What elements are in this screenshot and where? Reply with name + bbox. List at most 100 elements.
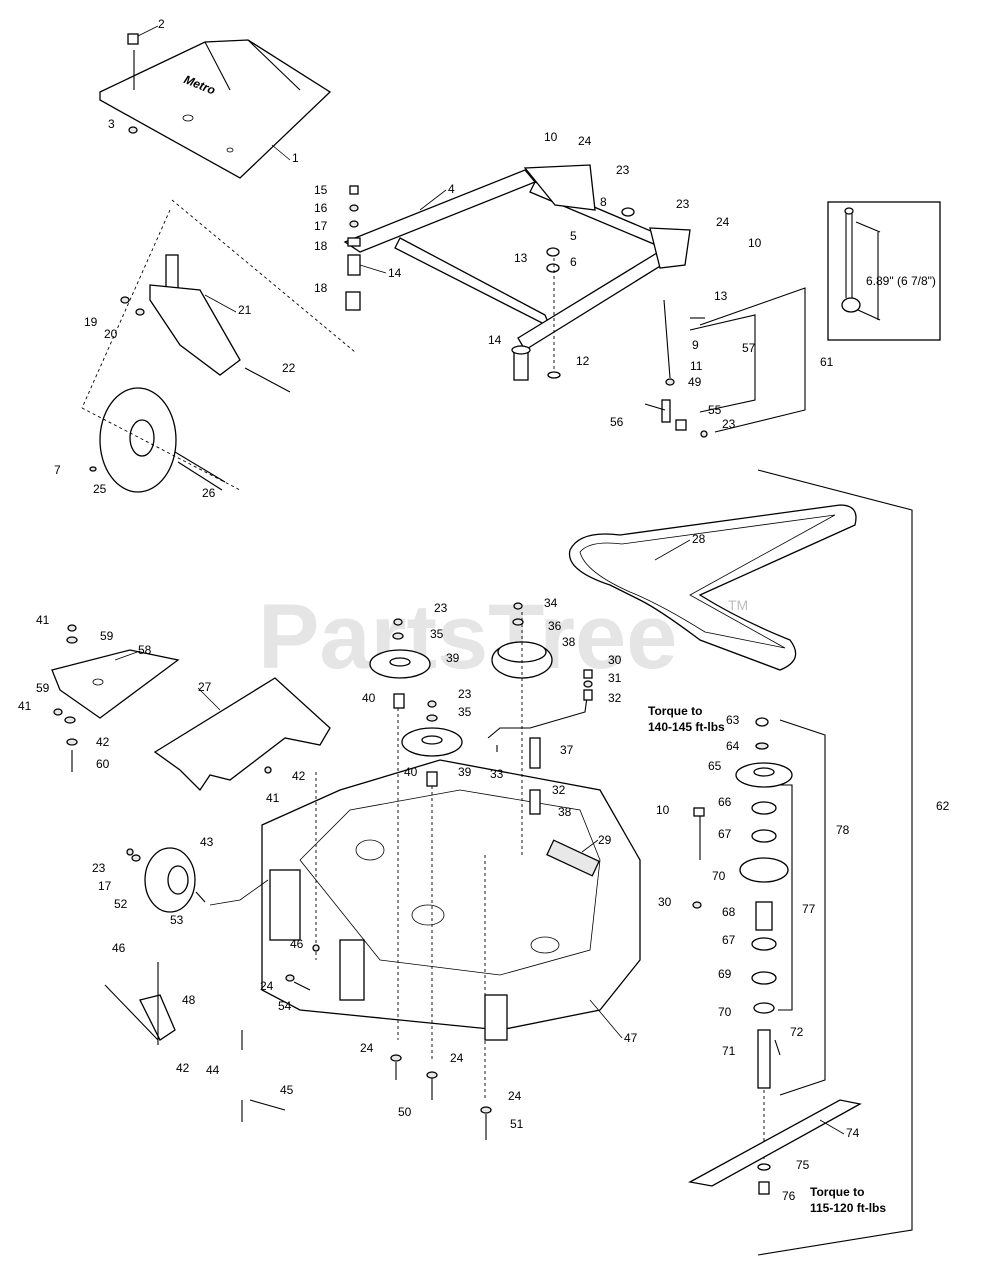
- torque-upper-line2: 140-145 ft-lbs: [648, 720, 725, 734]
- callout: 1: [292, 151, 299, 165]
- callout: 41: [36, 613, 50, 627]
- callout: 2: [158, 17, 165, 31]
- callout: 10: [748, 236, 762, 250]
- callout: 14: [388, 266, 402, 280]
- callout: 50: [398, 1105, 412, 1119]
- callout: 59: [36, 681, 50, 695]
- callout: 17: [98, 879, 112, 893]
- callout: 43: [200, 835, 214, 849]
- callout: 14: [488, 333, 502, 347]
- callout: 35: [430, 627, 444, 641]
- callout: 64: [726, 739, 740, 753]
- callout: 55: [708, 403, 722, 417]
- callout: 62: [936, 799, 950, 813]
- callout: 11: [690, 359, 703, 373]
- callouts: 2 3 1 10 24 23 4 15 16 17 18 18 8 23 24 …: [18, 17, 950, 1203]
- callout: 76: [782, 1189, 796, 1203]
- callout: 42: [292, 769, 306, 783]
- callout: 36: [548, 619, 562, 633]
- callout: 7: [54, 463, 61, 477]
- callout: 13: [714, 289, 728, 303]
- callout: 24: [360, 1041, 374, 1055]
- callout: 71: [722, 1044, 736, 1058]
- callout: 49: [688, 375, 702, 389]
- callout: 70: [718, 1005, 732, 1019]
- callout: 74: [846, 1126, 860, 1140]
- callout: 59: [100, 629, 114, 643]
- callout: 24: [578, 134, 592, 148]
- callout: 9: [692, 338, 699, 352]
- torque-lower-line2: 115-120 ft-lbs: [810, 1201, 886, 1215]
- callout: 18: [314, 281, 328, 295]
- callout: 22: [282, 361, 296, 375]
- callout: 24: [260, 979, 274, 993]
- callout: 60: [96, 757, 110, 771]
- watermark-text: PartsTree: [258, 586, 677, 688]
- callout: 15: [314, 183, 328, 197]
- callout: 42: [96, 735, 110, 749]
- callout: 52: [114, 897, 128, 911]
- callout: 47: [624, 1031, 638, 1045]
- spindle-assembly: [692, 717, 793, 1160]
- callout: 56: [610, 415, 624, 429]
- callout: 29: [598, 833, 612, 847]
- callout: 67: [722, 933, 736, 947]
- torque-upper-line1: Torque to: [648, 704, 702, 718]
- callout: 23: [458, 687, 472, 701]
- callout: 24: [716, 215, 730, 229]
- callout: 30: [658, 895, 672, 909]
- callout: 63: [726, 713, 740, 727]
- callout: 39: [446, 651, 460, 665]
- callout: 3: [108, 117, 115, 131]
- callout: 57: [742, 341, 756, 355]
- callout: 19: [84, 315, 98, 329]
- callout: 69: [718, 967, 732, 981]
- callout: 45: [280, 1083, 294, 1097]
- callout: 51: [510, 1117, 524, 1131]
- callout: 17: [314, 219, 328, 233]
- callout: 23: [434, 601, 448, 615]
- callout: 41: [18, 699, 32, 713]
- callout: 16: [314, 201, 328, 215]
- callout: 40: [404, 765, 418, 779]
- callout: 65: [708, 759, 722, 773]
- callout: 20: [104, 327, 118, 341]
- callout: 46: [112, 941, 126, 955]
- callout: 68: [722, 905, 736, 919]
- callout: 26: [202, 486, 216, 500]
- callout: 5: [570, 229, 577, 243]
- dimension-inset: 6.89" (6 7/8"): [827, 201, 941, 341]
- callout: 6: [570, 255, 577, 269]
- callout: 25: [93, 482, 107, 496]
- callout: 39: [458, 765, 472, 779]
- callout: 78: [836, 823, 850, 837]
- callout: 23: [92, 861, 106, 875]
- callout: 24: [508, 1089, 522, 1103]
- callout: 10: [656, 803, 670, 817]
- callout: 67: [718, 827, 732, 841]
- callout: 28: [692, 532, 706, 546]
- callout: 13: [514, 251, 528, 265]
- callout: 72: [790, 1025, 804, 1039]
- caster-assembly: [81, 199, 356, 493]
- callout: 41: [266, 791, 280, 805]
- torque-lower-line1: Torque to: [810, 1185, 864, 1199]
- callout: 10: [544, 130, 558, 144]
- callout: 33: [490, 767, 504, 781]
- callout: 70: [712, 869, 726, 883]
- callout: 53: [170, 913, 184, 927]
- callout: 42: [176, 1061, 190, 1075]
- callout: 46: [290, 937, 304, 951]
- mower-deck: [261, 759, 641, 1041]
- callout: 23: [722, 417, 736, 431]
- callout: 58: [138, 643, 152, 657]
- callout: 4: [448, 182, 455, 196]
- callout: 32: [552, 783, 566, 797]
- callout: 48: [182, 993, 196, 1007]
- callout: 66: [718, 795, 732, 809]
- callout: 38: [558, 805, 572, 819]
- callout: 75: [796, 1158, 810, 1172]
- callout: 38: [562, 635, 576, 649]
- callout: 37: [560, 743, 574, 757]
